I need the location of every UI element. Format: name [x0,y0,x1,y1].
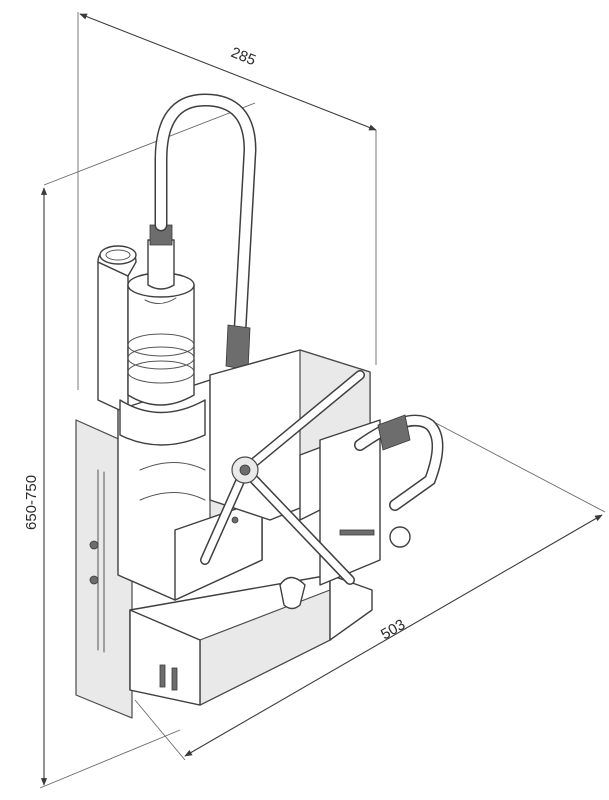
depth-dimension-line [79,13,377,131]
extension-line-top-diagonal [43,102,256,186]
height-dimension-label: 650-750 [23,475,40,530]
width-dimension-line [184,514,603,757]
dimension-lines [39,12,606,789]
magnetic-drill-illustration [75,93,444,719]
base-slot-1 [159,664,166,688]
depth-dimension-label: 285 [228,44,258,69]
column-bolt-2 [231,516,239,524]
hose-fitting-lower [225,324,251,371]
slide-screw-1 [89,540,99,550]
side-knob [389,526,411,548]
base-slot-2 [171,667,178,691]
magnet-base [129,574,373,706]
extension-line-right-top [429,419,606,513]
extension-line-bottom-front [134,699,186,761]
slide-screw-2 [89,575,99,585]
side-label-plate [339,529,375,536]
side-hose-fitting [377,414,411,451]
feed-handles [200,370,365,585]
width-dimension-label: 503 [378,616,408,643]
extension-line-bottom-left [39,729,181,789]
carry-handle [279,576,306,610]
